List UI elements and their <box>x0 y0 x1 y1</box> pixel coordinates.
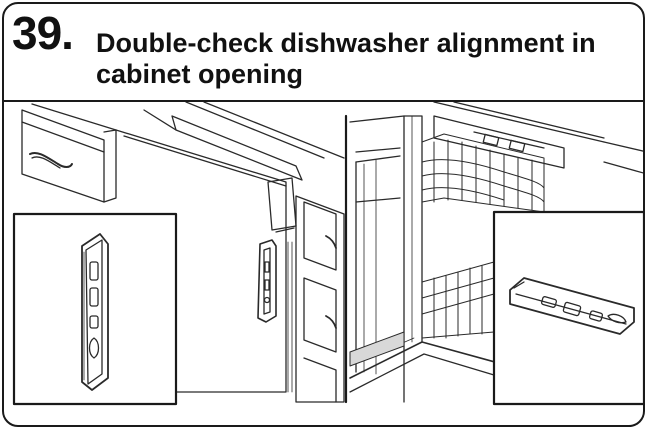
right-inset-bracket-detail <box>492 210 643 406</box>
illustration-area <box>4 102 643 425</box>
step-header: 39. Double-check dishwasher alignment in… <box>4 4 643 102</box>
step-title: Double-check dishwasher alignment in cab… <box>96 28 596 89</box>
left-scene <box>21 102 345 403</box>
right-scene <box>349 102 643 403</box>
installation-illustration <box>12 102 643 406</box>
lower-rack <box>421 261 495 339</box>
upper-rack <box>421 133 545 213</box>
left-inset-bracket-detail <box>12 212 178 406</box>
side-bracket-small <box>257 239 277 323</box>
step-number: 39. <box>12 7 74 59</box>
